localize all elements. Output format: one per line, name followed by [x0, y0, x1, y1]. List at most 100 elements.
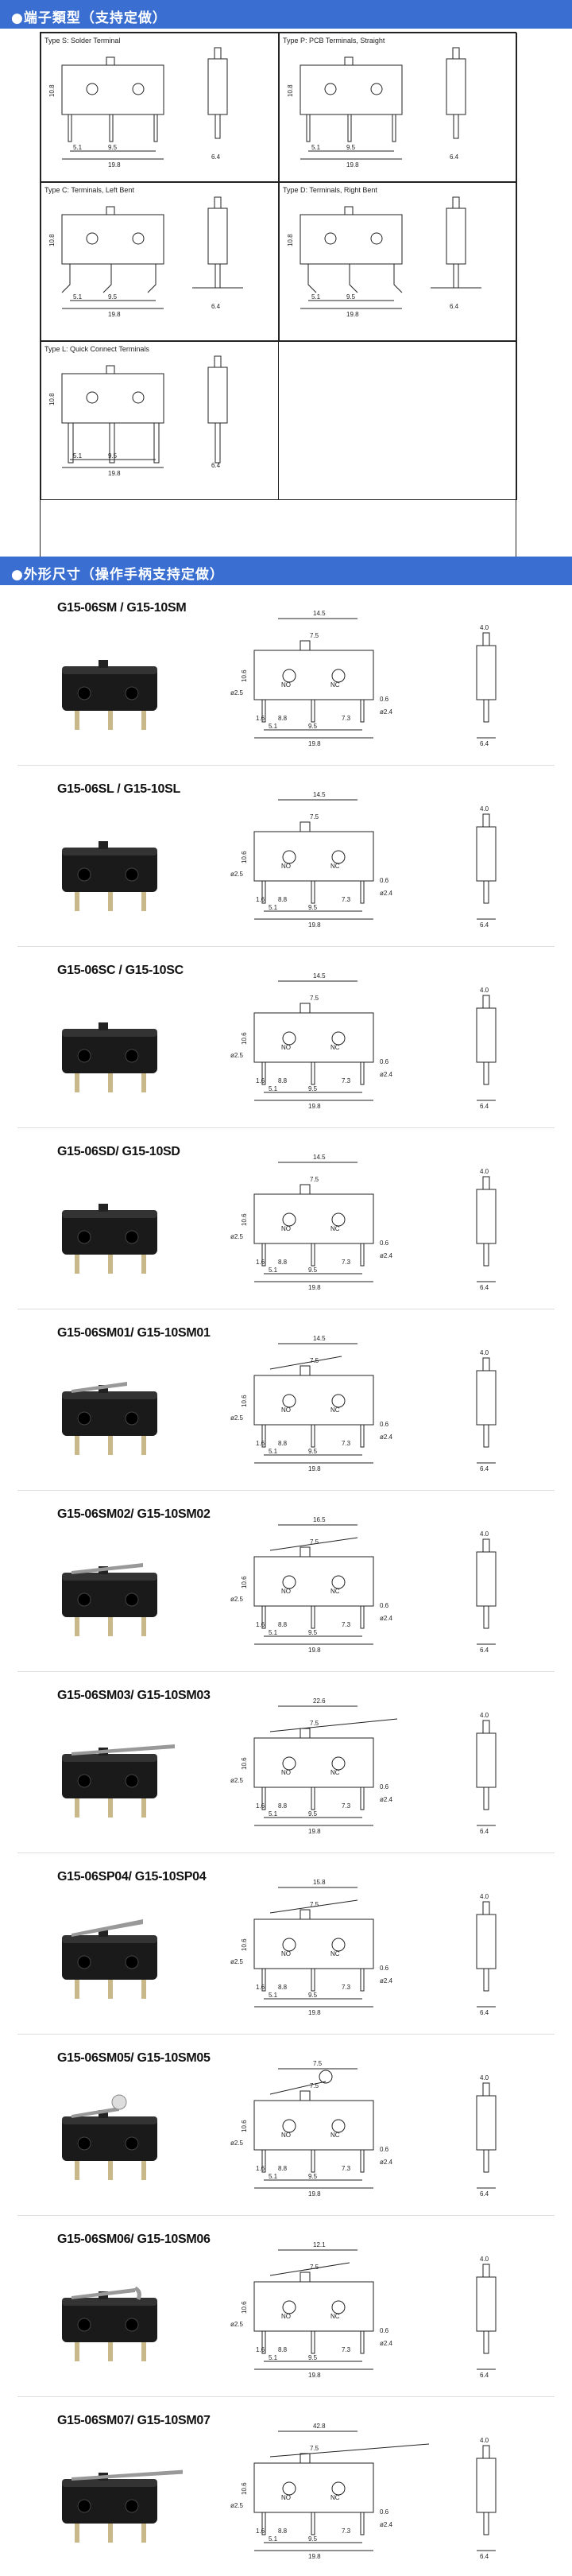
- dimension-label: 6.4: [450, 153, 459, 161]
- terminal-pin: [307, 264, 317, 293]
- mounting-hole: [77, 2318, 91, 2332]
- dimension-label: 4.0: [480, 624, 489, 631]
- lever-arm: [72, 2288, 135, 2299]
- terminal-pin: [360, 2512, 365, 2535]
- side-actuator: [482, 1357, 490, 1371]
- actuator-outline: [300, 2271, 311, 2283]
- front-view: [253, 1162, 374, 1282]
- dimension-label: ø2.5: [230, 1958, 244, 1965]
- side-view: [476, 2445, 497, 2551]
- mounting-hole: [77, 1774, 91, 1788]
- dimension-label: 6.4: [480, 921, 489, 929]
- dimension-label: 4.0: [480, 1893, 489, 1900]
- switch-body-outline: [253, 1193, 374, 1244]
- side-view-terminal: [453, 114, 459, 139]
- product-photo: [62, 2469, 183, 2543]
- actuator-button: [99, 1929, 108, 1937]
- switch-body-outline: [253, 1012, 374, 1063]
- dimension-label: 9.5: [308, 2535, 318, 2543]
- side-body: [476, 826, 497, 882]
- side-view-body: [207, 208, 228, 265]
- side-view-terminal: [214, 422, 221, 464]
- product-model-title: G15-06SM07/ G15-10SM07: [57, 2414, 211, 2427]
- dimension-label: 6.4: [480, 740, 489, 747]
- mounting-hole: [331, 1031, 346, 1046]
- dimension-label: 19.8: [308, 2553, 321, 2560]
- terminal-pin: [141, 1255, 146, 1274]
- product-photo: [62, 1204, 157, 1274]
- row-divider: [17, 1490, 555, 1491]
- switch-top-edge: [62, 1029, 157, 1037]
- dimension-label: NO: [281, 1044, 291, 1051]
- dimension-label: ø2.5: [230, 2321, 244, 2328]
- dimension-label: ø2.4: [380, 1796, 393, 1803]
- dimension-label: 7.5: [310, 2082, 319, 2089]
- dimension-label: 9.5: [308, 904, 318, 911]
- switch-top-edge: [62, 2116, 157, 2124]
- dimension-label: 5.1: [269, 2354, 278, 2361]
- dimension-label: 5.1: [73, 293, 83, 301]
- terminal-pin: [108, 1798, 113, 1818]
- dimension-label: 5.1: [73, 144, 83, 151]
- terminal-type-label: Type L: Quick Connect Terminals: [44, 345, 149, 353]
- dimension-label: 4.0: [480, 1712, 489, 1719]
- dimension-label: 8.8: [278, 2165, 288, 2172]
- dimension-label: 10.8: [48, 393, 56, 405]
- dimension-label: 6.4: [450, 303, 459, 310]
- lever-arm: [72, 1563, 143, 1574]
- switch-body-outline: [253, 2462, 374, 2513]
- terminal-pin: [153, 114, 158, 142]
- mounting-hole: [324, 83, 337, 95]
- mounting-hole: [125, 1049, 139, 1063]
- mounting-hole: [132, 83, 145, 95]
- mounting-hole: [331, 1756, 346, 1771]
- side-view-body: [446, 208, 466, 265]
- terminal-pin: [75, 2524, 79, 2543]
- product-photo: [62, 2094, 157, 2180]
- terminal-type-label: Type P: PCB Terminals, Straight: [283, 37, 385, 45]
- switch-body: [300, 64, 403, 115]
- side-body: [476, 2095, 497, 2151]
- terminal-pin: [75, 2342, 79, 2361]
- switch-body: [61, 373, 164, 424]
- lever-outline: [269, 2262, 350, 2276]
- terminal-pin: [311, 1968, 315, 1992]
- terminal-pin: [306, 114, 311, 142]
- mounting-hole: [331, 2300, 346, 2314]
- mounting-hole: [282, 1212, 296, 1227]
- dimension-label: 19.8: [308, 1828, 321, 1835]
- terminal-pin: [392, 114, 396, 142]
- dimension-label: 1.6: [256, 1440, 265, 1447]
- dimension-label: 7.3: [342, 2346, 351, 2353]
- dimension-label: NO: [281, 1406, 291, 1414]
- dimension-label: 14.5: [313, 972, 326, 980]
- mounting-hole: [331, 669, 346, 683]
- section-header-outline-dimensions: ●外形尺寸（操作手柄支持定做）: [0, 557, 572, 585]
- dimension-label: 8.8: [278, 1259, 288, 1266]
- switch-outline: [61, 196, 243, 309]
- dimension-label: 42.8: [313, 2423, 326, 2430]
- dimension-label: 6.4: [480, 1284, 489, 1291]
- product-photo: [62, 1382, 157, 1455]
- terminal-pin: [141, 1617, 146, 1636]
- mounting-hole: [331, 2481, 346, 2496]
- dimension-label: 9.5: [346, 144, 356, 151]
- terminal-pin: [75, 1073, 79, 1092]
- dimension-label: 4.0: [480, 1168, 489, 1175]
- lever-outline: [269, 1356, 342, 1370]
- dimension-label: NC: [330, 681, 340, 689]
- actuator-button: [99, 1385, 108, 1393]
- dimension-label: 6.4: [480, 1647, 489, 1654]
- side-actuator: [482, 813, 490, 828]
- terminal-pin: [108, 1255, 113, 1274]
- product-model-title: G15-06SP04/ G15-10SP04: [57, 1870, 207, 1884]
- side-view-actuator: [214, 47, 222, 60]
- dimension-label: ø2.5: [230, 1233, 244, 1240]
- dimension-label: ø2.4: [380, 1252, 393, 1259]
- actuator-button: [99, 1204, 108, 1212]
- terminal-pin: [108, 1980, 113, 1999]
